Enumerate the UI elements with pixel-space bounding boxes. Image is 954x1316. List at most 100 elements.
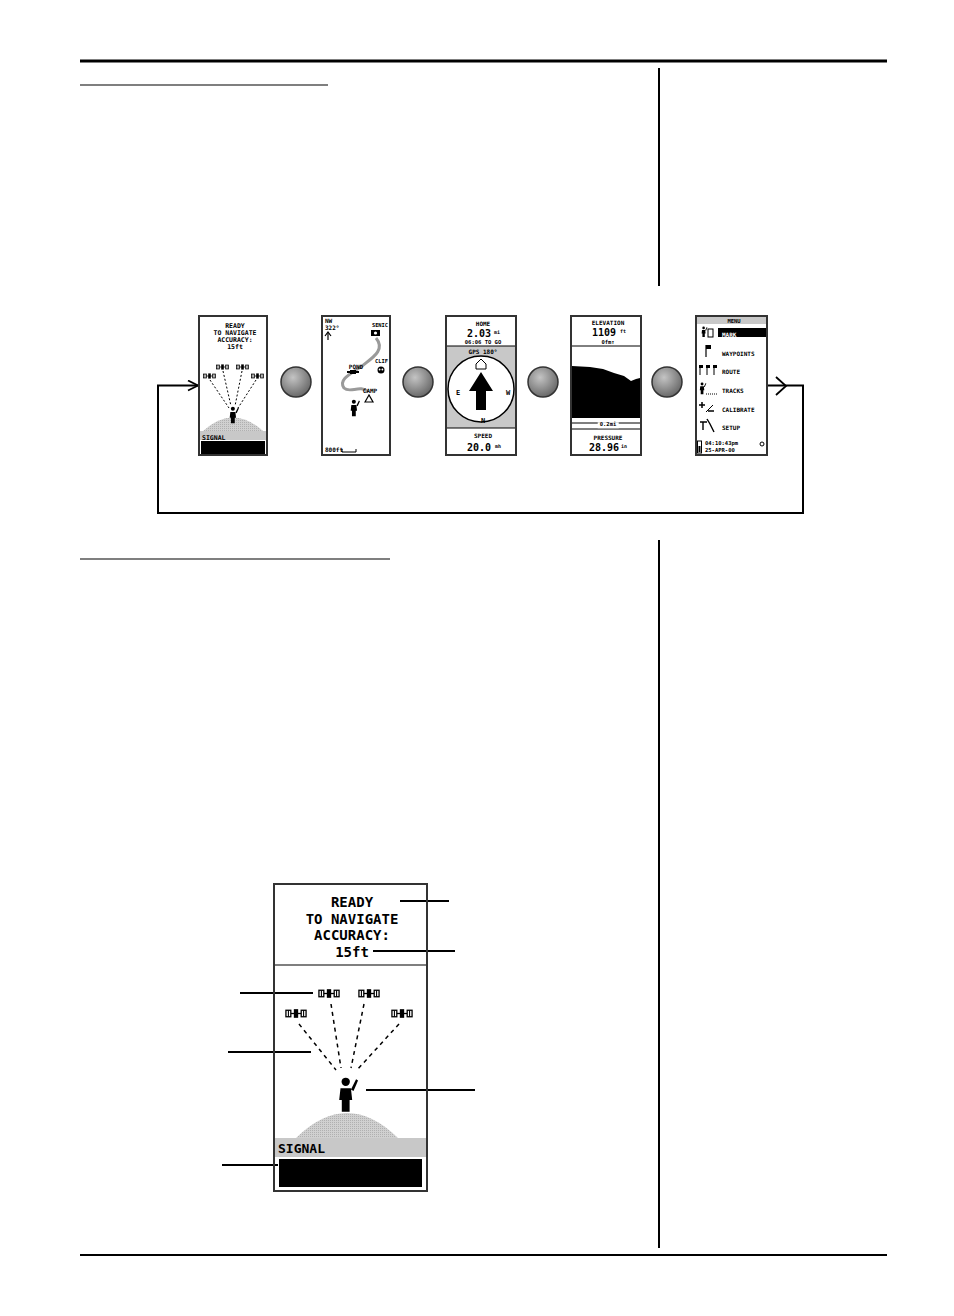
screen-text: in [621, 444, 627, 449]
screen-text: WAYPOINTS [722, 351, 755, 357]
user-figure [351, 400, 360, 417]
signal-lines [299, 1004, 399, 1070]
satellite-icon [216, 364, 228, 369]
screen-text: mh [495, 444, 501, 449]
signal-lines [210, 371, 256, 408]
satellite-icon [203, 373, 215, 378]
leader-line [366, 1089, 475, 1091]
map-screen-art [325, 330, 385, 452]
screen-text: 04:10:43pm [705, 441, 738, 447]
screen-text: mi [494, 330, 500, 335]
screen-text: MENU [727, 319, 740, 325]
screen-text: SIGNAL [202, 435, 225, 442]
home-icon [476, 359, 486, 369]
menu-icons [698, 327, 765, 453]
leader-line [228, 1051, 311, 1053]
menu-title-bar [697, 317, 766, 324]
screen-text: 322° [325, 325, 339, 331]
leader-lines [222, 901, 475, 1165]
screen-text: SENIC [372, 323, 388, 328]
screen-text: N [481, 418, 485, 425]
screen-text: CAMP [363, 388, 377, 394]
large-satellite-art [275, 965, 426, 1187]
device-screen: READYTO NAVIGATEACCURACY:15ftSIGNAL [198, 315, 268, 456]
scale-bar [342, 449, 356, 452]
signal-band [275, 1138, 426, 1157]
page-rules [80, 61, 887, 1255]
elevation-screen-art [572, 346, 640, 429]
satellite-icon [286, 1009, 306, 1018]
screen-text: SETUP [722, 425, 740, 431]
screen-text: W [506, 390, 510, 397]
screen-text: SIGNAL [278, 1142, 325, 1155]
column-rule [658, 68, 660, 286]
satellite-icon [359, 989, 379, 998]
user-figure [230, 407, 239, 424]
screen-text: TO NAVIGATE [306, 912, 399, 926]
screen-text: ROUTE [722, 369, 740, 375]
device-screen: HOME2.03mi06:06 TO GOGPS 180°EWNSPEED20.… [445, 315, 517, 456]
leader-line [240, 992, 313, 994]
screen-text: CALIBRATE [722, 407, 755, 413]
screen-text: CLIF [375, 359, 388, 364]
bearing-arrow [469, 372, 493, 410]
screen-text: PRESSURE [594, 435, 623, 441]
pond-icon [347, 370, 359, 374]
menu-screen-art [697, 317, 766, 453]
signal-bar [279, 1159, 422, 1187]
loop-connector [158, 386, 803, 514]
screen-text: READY [331, 895, 373, 909]
leader-line [400, 900, 449, 902]
screen-text: GPS 180° [469, 349, 498, 355]
screen-text: HOME [476, 321, 490, 327]
page-button [281, 367, 311, 397]
satellite-icon [236, 364, 248, 369]
screen-text: MARK [722, 332, 736, 338]
device-screen: ELEVATION1109ft0fm↑0.2miPRESSURE28.96in [570, 315, 642, 456]
screen-text: 800ft [325, 447, 343, 453]
device-screen-large: READY TO NAVIGATE ACCURACY: 15ftSIGNAL [273, 883, 428, 1192]
screen-text: 1109 [592, 328, 616, 338]
track-line [342, 338, 379, 392]
screen-text: 28.96 [589, 443, 619, 453]
camera-icon [371, 330, 380, 336]
heading-underline [80, 84, 328, 85]
screen-text: TRACKS [722, 388, 744, 394]
screen-text: NW [325, 318, 332, 324]
screen-text: ELEVATION [592, 320, 625, 326]
signal-bar [201, 441, 265, 454]
screen-text: 0fm↑ [601, 340, 614, 346]
satellite-icon [251, 373, 263, 378]
hill [296, 1113, 398, 1138]
screen-text: 15ft [335, 945, 369, 959]
column-rule [658, 540, 660, 1248]
screen-text: 2.03 [467, 329, 491, 339]
bottom-rule [80, 1254, 887, 1256]
compass-ring [448, 356, 514, 422]
screen-text: 0.2mi [598, 422, 619, 428]
page-button [403, 367, 433, 397]
screen-text: READY [225, 323, 245, 330]
camp-icon [365, 395, 373, 402]
screen-text: ACCURACY: [217, 337, 252, 344]
skull-icon [378, 367, 385, 374]
satellite-icon [392, 1009, 412, 1018]
elevation-profile [572, 366, 640, 418]
compass-screen-art [447, 346, 515, 428]
screen-text: 20.0 [467, 443, 491, 453]
screen-text: TO NAVIGATE [213, 330, 256, 337]
satellite-icon [319, 989, 339, 998]
screen-text: 25-APR-00 [705, 448, 735, 454]
user-figure [339, 1078, 358, 1112]
screen-text: POND [349, 364, 363, 370]
screen-text: 15ft [227, 344, 243, 351]
screen-text: 06:06 TO GO [465, 340, 501, 346]
screen-text: ACCURACY: [314, 928, 390, 942]
screen-text: E [456, 390, 460, 397]
satellite-screen-art [200, 364, 266, 454]
top-rule [80, 60, 887, 63]
compass-ground [447, 346, 515, 428]
